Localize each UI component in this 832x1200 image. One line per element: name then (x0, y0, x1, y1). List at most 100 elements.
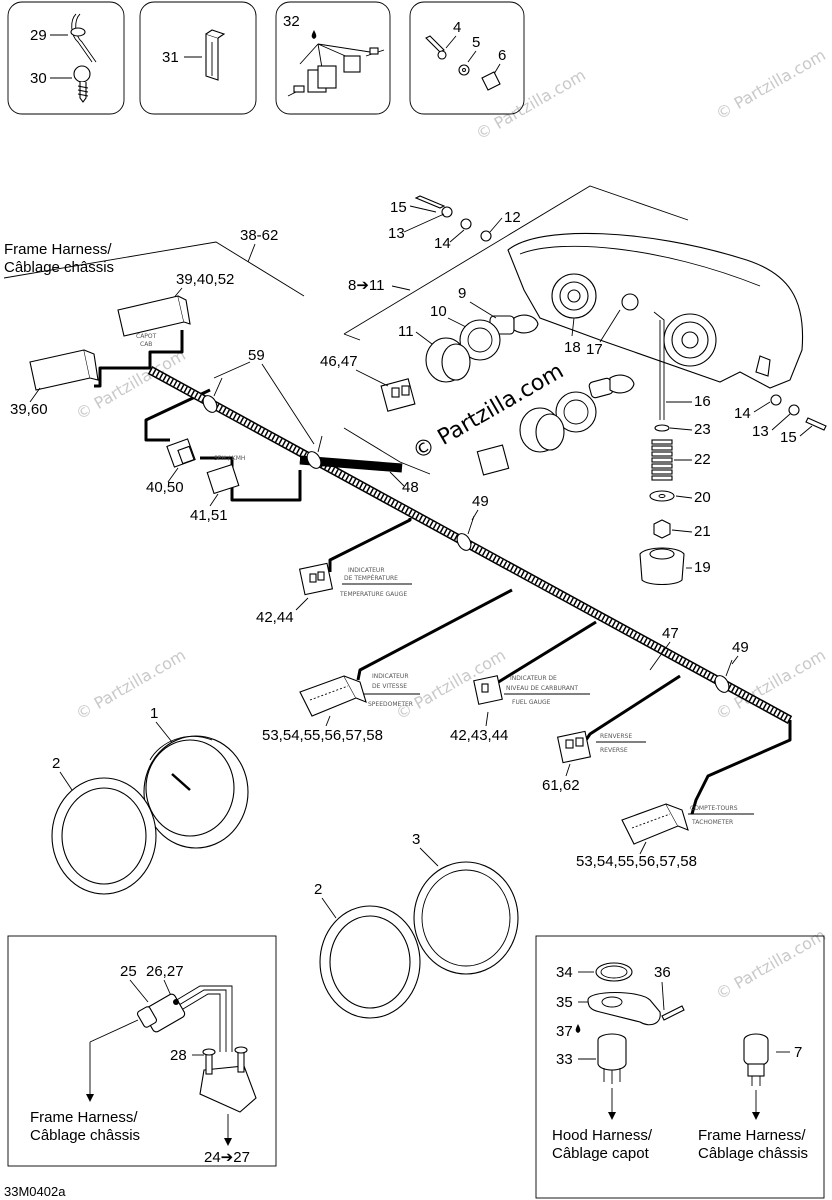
reverse-switch (743, 1033, 769, 1086)
grommet-icon (425, 337, 565, 453)
reverse-connector: RENVERSE REVERSE (556, 730, 646, 764)
callout-33: 33 (556, 1051, 573, 1068)
footer-code: 33M0402a (4, 1184, 66, 1199)
tag-fuel-fr-2: NIVEAU DE CARBURANT (506, 685, 578, 692)
callout-14-lower: 14 (734, 405, 751, 422)
callout-36: 36 (654, 964, 671, 981)
callout-2-left: 2 (52, 755, 60, 772)
tag-fuel-en: FUEL GAUGE (512, 699, 551, 706)
callout-12: 12 (504, 209, 521, 226)
callout-20: 20 (694, 489, 711, 506)
tag-temp-en: TEMPERATURE GAUGE (339, 591, 407, 598)
callout-14-upper: 14 (434, 235, 451, 252)
box-29-30: 29 30 (7, 1, 125, 115)
callout-40-50: 40,50 (146, 479, 184, 496)
tag-temp-fr-2: DE TEMPÉRATURE (344, 574, 398, 582)
callout-5: 5 (472, 34, 480, 51)
callout-17: 17 (586, 341, 603, 358)
callout-11: 11 (398, 323, 414, 340)
tag-reverse-en: REVERSE (600, 747, 628, 754)
tag-speedo-fr-2: DE VITESSE (372, 683, 407, 690)
callout-41-51: 41,51 (190, 507, 228, 524)
callout-2-right: 2 (314, 881, 322, 898)
callout-24-27: 24➔27 (204, 1149, 250, 1166)
callout-59: 59 (248, 347, 265, 364)
callout-31: 31 (162, 49, 179, 66)
callout-6: 6 (498, 47, 506, 64)
connector-kit-icon (287, 43, 385, 97)
headlamp-assembly: 15 13 14 12 8➔11 18 17 (320, 185, 827, 586)
frame-harness-upper: Frame Harness/ Câblage châssis 38-62 39,… (3, 227, 315, 524)
callout-37: 37 (556, 1023, 573, 1040)
sensor-block (199, 1046, 257, 1113)
callout-49-lower: 49 (732, 639, 749, 656)
fuel-gauge-connector: INDICATEUR DE NIVEAU DE CARBURANT FUEL G… (473, 675, 590, 706)
callout-32: 32 (283, 13, 300, 30)
callout-10: 10 (430, 303, 447, 320)
frame-harness-left-line2: Câblage châssis (30, 1127, 140, 1144)
box-31: 31 (139, 1, 257, 115)
callout-21: 21 (694, 523, 711, 540)
callout-53-58-tach: 53,54,55,56,57,58 (576, 853, 697, 870)
connector-42-44: INDICATEUR DE TEMPÉRATURE TEMPERATURE GA… (298, 562, 412, 598)
hood-harness-connector: CAPOT CAB (117, 295, 191, 348)
callout-23: 23 (694, 421, 711, 438)
connector-40-50 (166, 438, 196, 468)
callout-61-62: 61,62 (542, 777, 580, 794)
callout-46-47: 46,47 (320, 353, 358, 370)
frame-harness-left-line1: Frame Harness/ (30, 1109, 138, 1126)
bezel-ring-right (319, 905, 421, 1019)
box-32: 32 (275, 1, 391, 115)
speedometer-gauge (143, 735, 249, 849)
headlamp-icon (507, 232, 804, 389)
callout-25: 25 (120, 963, 137, 980)
callout-9: 9 (458, 285, 466, 302)
bezel-ring-left (51, 777, 157, 895)
tag-speedo-fr-1: INDICATEUR (372, 673, 409, 680)
callout-13-lower: 13 (752, 423, 769, 440)
tag-tach-en: TACHOMETER (691, 819, 733, 826)
callout-53-58-speedo: 53,54,55,56,57,58 (262, 727, 383, 744)
gauge-icon: 1 2 3 2 (51, 705, 519, 1019)
callout-15-upper: 15 (390, 199, 407, 216)
tag-speedo-en: SPEEDOMETER (368, 701, 413, 708)
speedometer-connector: INDICATEUR DE VITESSE SPEEDOMETER (299, 673, 420, 717)
callout-39-60: 39,60 (10, 401, 48, 418)
screw-icon (73, 65, 91, 103)
callout-49-upper: 49 (472, 493, 489, 510)
harness-tie-icon (70, 13, 97, 63)
callout-28: 28 (170, 1047, 187, 1064)
indicator-light (597, 1033, 627, 1084)
callout-3: 3 (412, 831, 420, 848)
clip-icon (205, 29, 226, 81)
callout-7: 7 (794, 1044, 802, 1061)
callout-42-44: 42,44 (256, 609, 294, 626)
callout-19: 19 (694, 559, 711, 576)
callout-34: 34 (556, 964, 573, 981)
callout-38-62: 38-62 (240, 227, 278, 244)
callout-26-27: 26,27 (146, 963, 184, 980)
callout-15-lower: 15 (780, 429, 797, 446)
callout-35: 35 (556, 994, 573, 1011)
callout-39-40-52: 39,40,52 (176, 271, 234, 288)
hood-harness-line1: Hood Harness/ (552, 1127, 653, 1144)
callout-22: 22 (694, 451, 711, 468)
box-4-5-6: 4 5 6 (409, 1, 525, 115)
watermark: © Partzilla.com (73, 645, 189, 723)
frame-harness-right-line2: Câblage châssis (698, 1145, 808, 1162)
harness-conduit: 48 49 47 49 (147, 366, 793, 815)
box-24-28: 25 26,27 28 24➔27 Frame Harness/ Câblage… (7, 935, 277, 1167)
frame-harness-heading-line1: Frame Harness/ (4, 241, 112, 258)
callout-1: 1 (150, 705, 158, 722)
callout-48: 48 (402, 479, 419, 496)
tag-fuel-fr-1: INDICATEUR DE (510, 675, 557, 682)
callout-18: 18 (564, 339, 581, 356)
frame-connector-39-60 (29, 349, 99, 391)
watermark: © Partzilla.com (713, 45, 829, 123)
callout-8-11: 8➔11 (348, 277, 384, 294)
callout-42-43-44: 42,43,44 (450, 727, 508, 744)
watermark: © Partzilla.com (713, 925, 829, 1003)
retaining-ring (459, 319, 597, 433)
callout-13-upper: 13 (388, 225, 405, 242)
